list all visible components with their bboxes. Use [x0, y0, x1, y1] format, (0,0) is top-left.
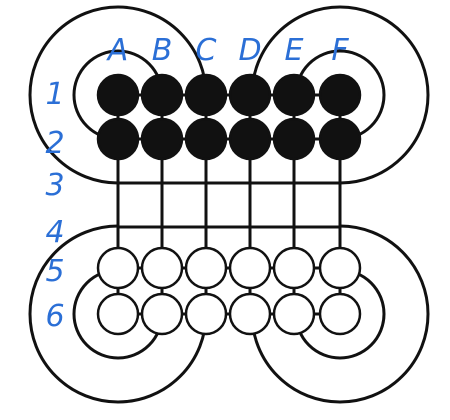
- column-label-C: C: [196, 33, 217, 68]
- black-piece-E2[interactable]: [272, 117, 316, 161]
- black-piece-D1[interactable]: [228, 73, 272, 117]
- black-piece-C2[interactable]: [184, 117, 228, 161]
- black-piece-A2[interactable]: [96, 117, 140, 161]
- bottom-left-outer-loop: [28, 224, 208, 404]
- white-piece-E5[interactable]: [272, 246, 316, 290]
- black-piece-C1[interactable]: [184, 73, 228, 117]
- column-label-F: F: [331, 33, 349, 68]
- row-label-5: 5: [45, 254, 64, 289]
- top-right-inner-loop: [294, 49, 386, 141]
- column-label-B: B: [152, 33, 173, 68]
- bottom-left-inner-loop: [72, 268, 164, 360]
- white-piece-A6[interactable]: [96, 292, 140, 336]
- black-piece-A1[interactable]: [96, 73, 140, 117]
- pieces: [96, 73, 362, 336]
- black-piece-B2[interactable]: [140, 117, 184, 161]
- bottom-right-inner-loop: [294, 268, 386, 360]
- top-left-outer-loop: [28, 5, 208, 185]
- black-piece-F1[interactable]: [318, 73, 362, 117]
- white-piece-D6[interactable]: [228, 292, 272, 336]
- column-label-A: A: [106, 33, 129, 68]
- white-piece-C6[interactable]: [184, 292, 228, 336]
- white-piece-E6[interactable]: [272, 292, 316, 336]
- white-piece-D5[interactable]: [228, 246, 272, 290]
- white-piece-A5[interactable]: [96, 246, 140, 290]
- column-label-D: D: [238, 33, 261, 68]
- black-piece-D2[interactable]: [228, 117, 272, 161]
- black-piece-B1[interactable]: [140, 73, 184, 117]
- black-piece-F2[interactable]: [318, 117, 362, 161]
- column-label-E: E: [285, 33, 304, 68]
- white-piece-B6[interactable]: [140, 292, 184, 336]
- top-right-outer-loop: [250, 5, 430, 185]
- row-label-6: 6: [45, 299, 64, 334]
- row-label-4: 4: [45, 215, 64, 250]
- row-label-1: 1: [45, 77, 64, 112]
- top-left-inner-loop: [72, 49, 164, 141]
- black-piece-E1[interactable]: [272, 73, 316, 117]
- white-piece-F5[interactable]: [318, 246, 362, 290]
- row-label-2: 2: [45, 126, 64, 161]
- white-piece-C5[interactable]: [184, 246, 228, 290]
- bottom-right-outer-loop: [250, 224, 430, 404]
- row-label-3: 3: [45, 168, 64, 203]
- white-piece-B5[interactable]: [140, 246, 184, 290]
- white-piece-F6[interactable]: [318, 292, 362, 336]
- corner-loops: [28, 5, 430, 404]
